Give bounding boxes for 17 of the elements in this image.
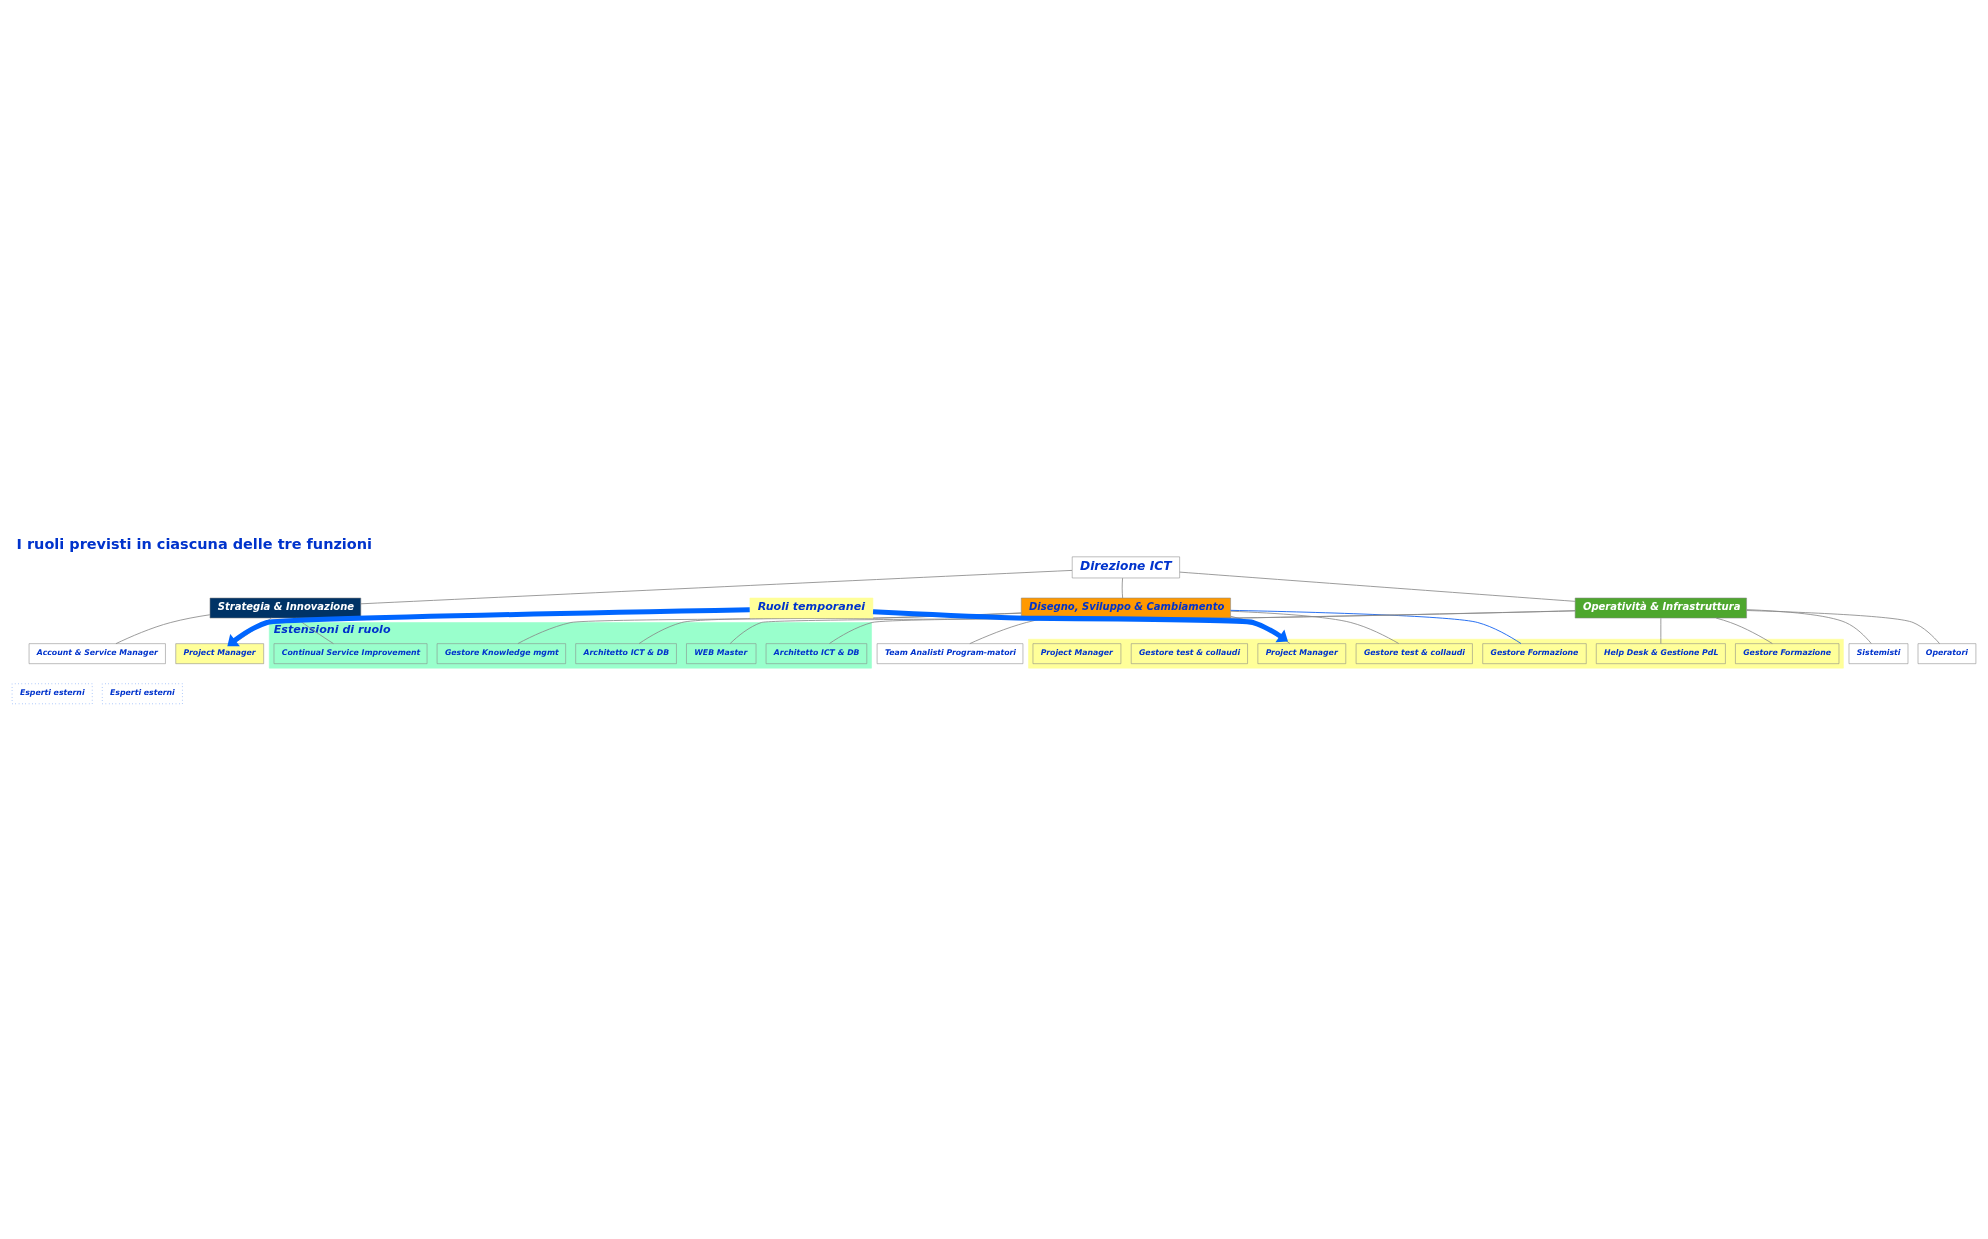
connector <box>1746 608 1872 644</box>
connector <box>360 569 1073 604</box>
connector <box>1179 571 1576 602</box>
connector <box>1746 609 1940 644</box>
cluster <box>1028 638 1844 668</box>
node-box: Ruoli temporanei <box>749 597 874 618</box>
connector <box>1230 610 1400 644</box>
node-box: Strategia & Innovazione <box>209 597 362 618</box>
connector <box>1715 617 1773 644</box>
diagram-title: I ruoli previsti in ciascuna delle tre funzioni <box>16 535 373 552</box>
connector <box>1121 577 1124 598</box>
connector <box>1230 609 1522 644</box>
node-box: Disegno, Sviluppo & Cambiamento <box>1021 597 1231 618</box>
connector <box>1660 617 1662 644</box>
node-box: Operatività & Infrastruttura <box>1574 597 1747 618</box>
node-box: Direzione ICT <box>1071 556 1180 578</box>
connector <box>115 613 211 644</box>
